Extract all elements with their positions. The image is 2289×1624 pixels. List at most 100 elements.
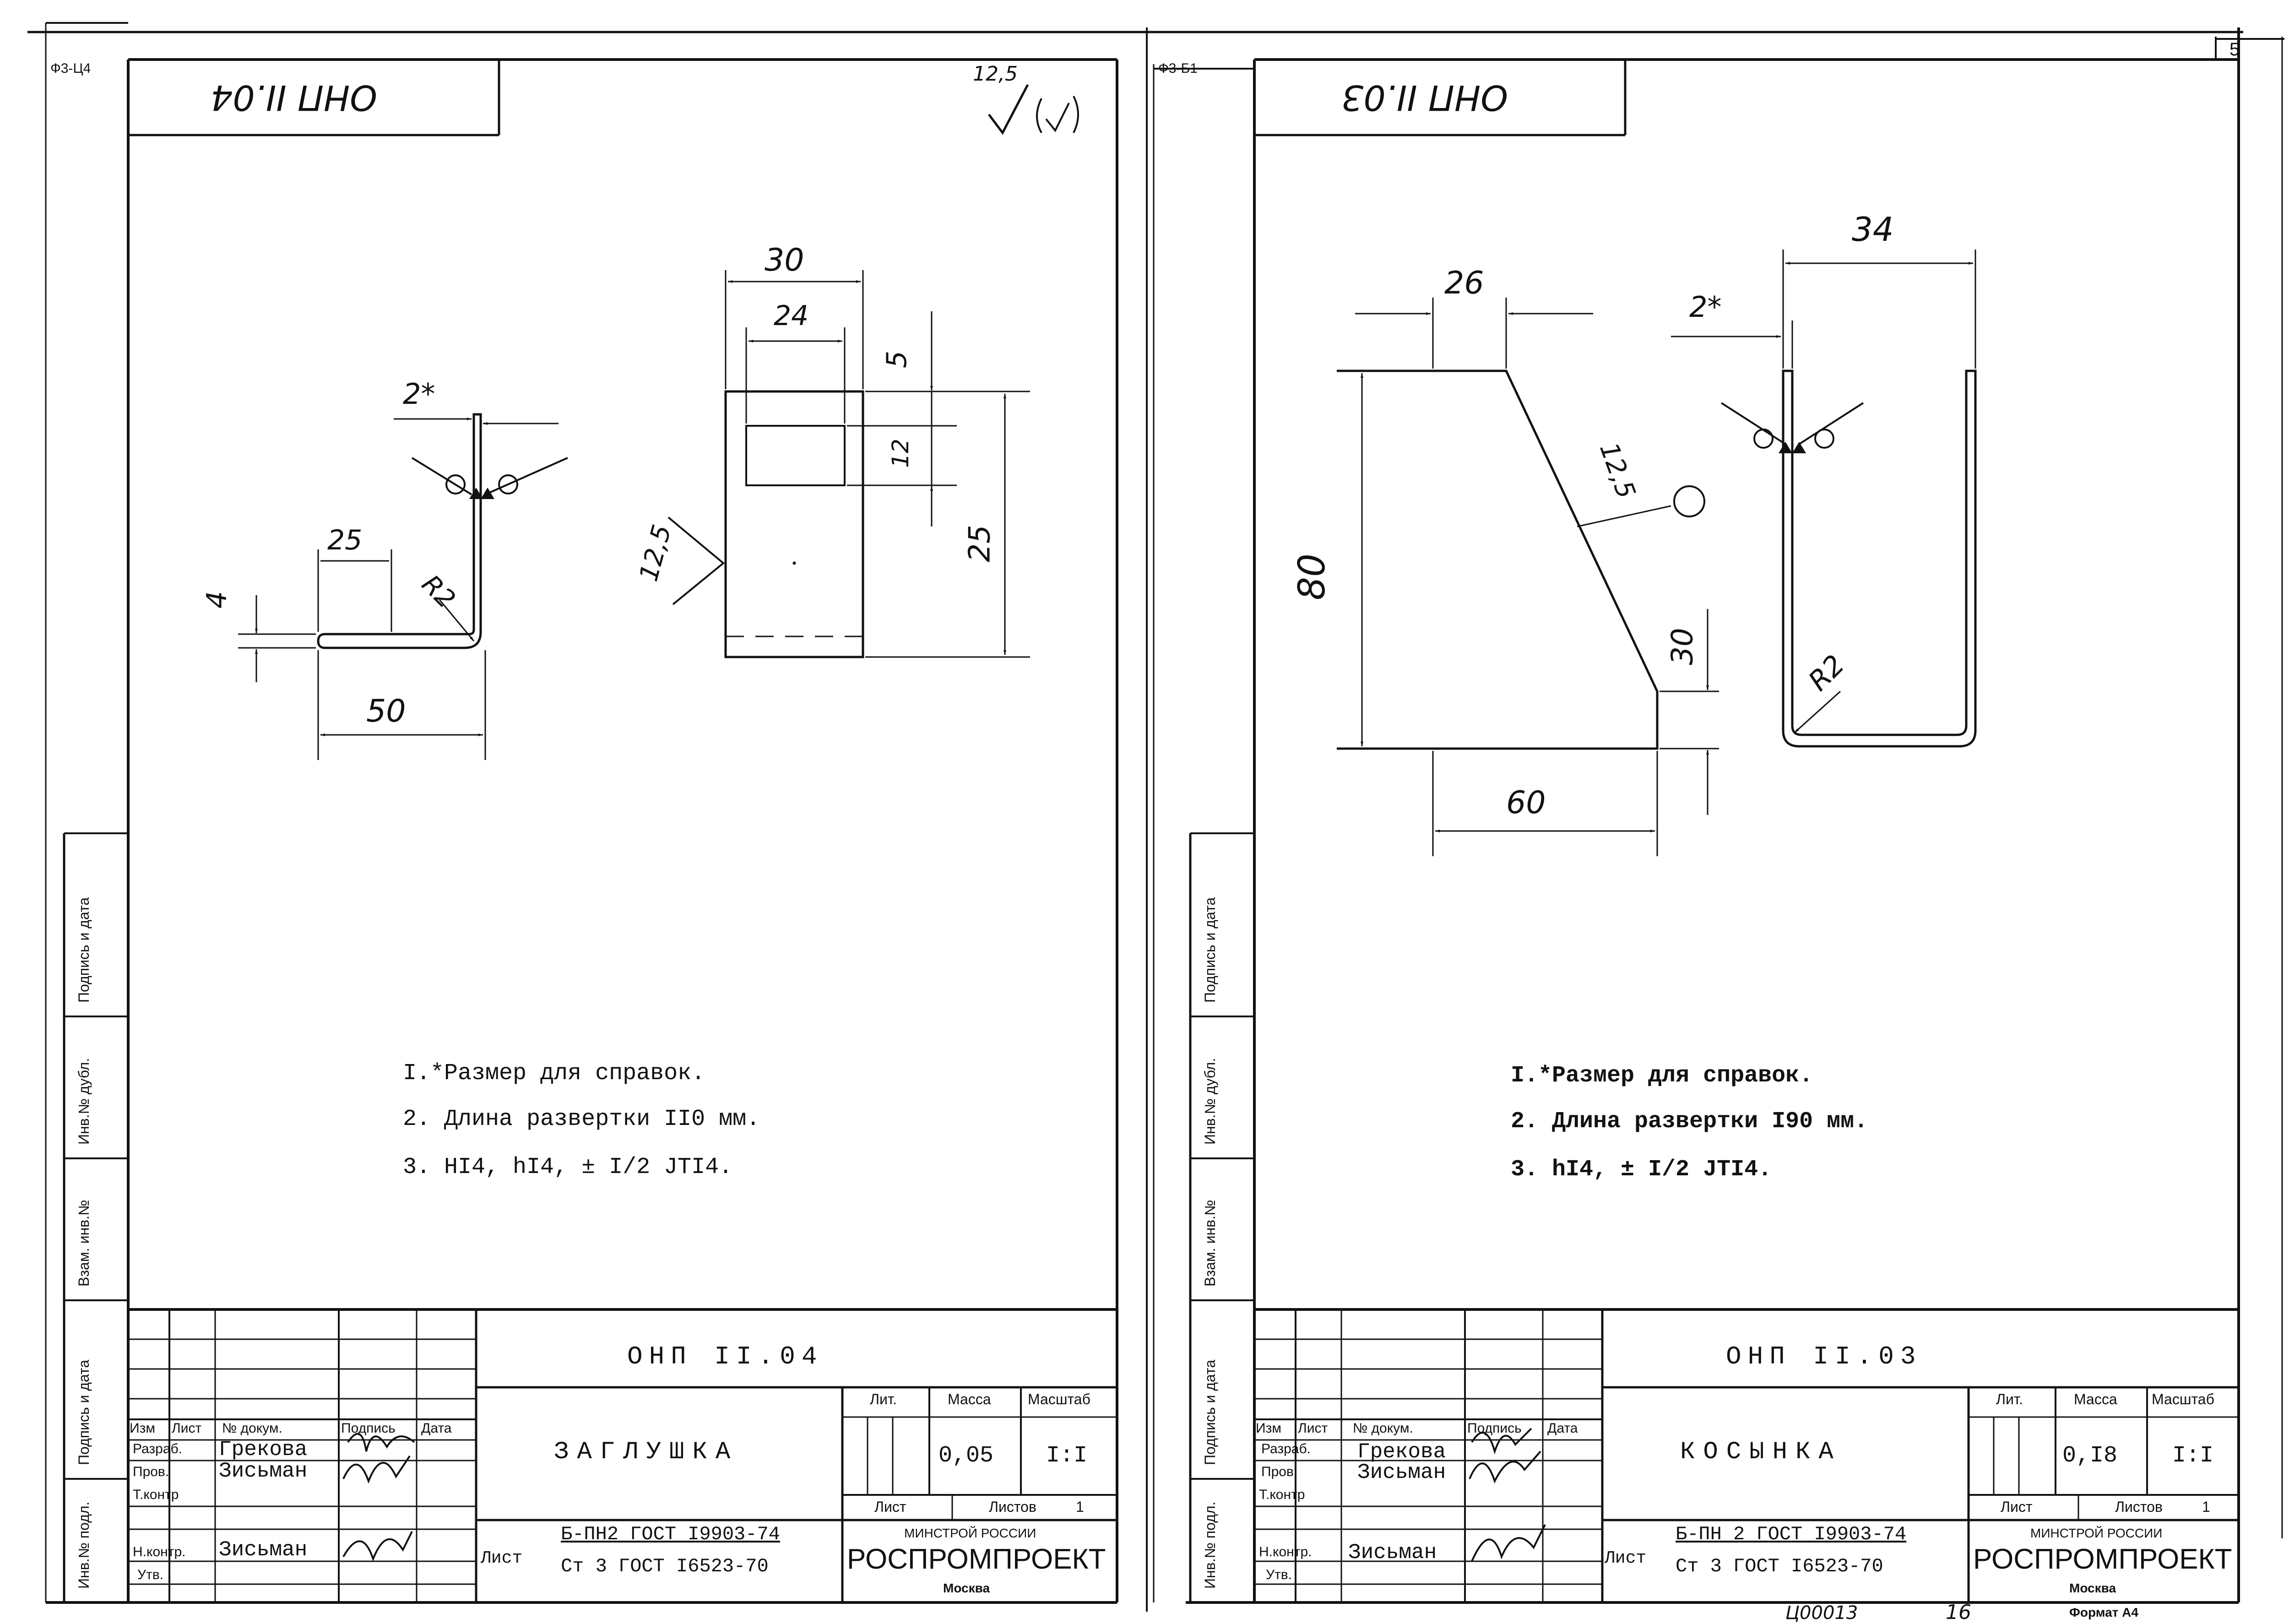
stamp-label: Взам. инв.№ — [76, 1200, 92, 1287]
dim-height: 4 — [201, 591, 233, 609]
stamp-label: Инв.№ дубл. — [76, 1058, 92, 1145]
stamp-label: Подпись и дата — [1202, 1359, 1218, 1465]
designation: ОНП II.04 — [627, 1342, 824, 1371]
lit-label: Лит. — [870, 1391, 897, 1407]
part-name: КОСЫНКА — [1680, 1438, 1842, 1466]
mass-label: Масса — [948, 1391, 991, 1407]
lit-label: Лит. — [1996, 1391, 2023, 1407]
dim-overall-width: 30 — [765, 242, 804, 278]
dim-slot-width: 24 — [774, 300, 809, 332]
format-label: Формат А4 — [2069, 1605, 2138, 1619]
dim-height-80: 80 — [1290, 554, 1333, 600]
col-header: Изм — [1256, 1421, 1281, 1436]
left-part-front-view — [667, 270, 1030, 658]
name-developer: Грекова — [1357, 1440, 1446, 1464]
left-part-side-view — [238, 413, 568, 760]
surface-finish-value: 12,5 — [973, 62, 1018, 86]
role-label: Н.контр. — [1259, 1544, 1312, 1559]
left-note-2: 2. Длина развертки II0 мм. — [403, 1106, 760, 1132]
role-label: Пров. — [133, 1464, 169, 1479]
left-note-3: 3. HI4, hI4, ± I/2 JTI4. — [403, 1154, 733, 1180]
right-part-channel-view — [1671, 250, 1977, 748]
org-ministry: МИНСТРОЙ РОССИИ — [2030, 1526, 2163, 1540]
org-ministry: МИНСТРОЙ РОССИИ — [904, 1526, 1036, 1540]
name-developer: Грекова — [219, 1438, 308, 1461]
org-city: Москва — [2069, 1581, 2116, 1595]
name-checker: Зисьман — [1357, 1461, 1446, 1484]
left-note-1: I.*Размер для справок. — [403, 1060, 705, 1086]
dim-width-34: 34 — [1852, 210, 1894, 249]
signatures — [342, 1428, 1546, 1562]
dim-thickness-right: 2* — [1689, 290, 1722, 324]
scale-label: Масштаб — [1028, 1391, 1090, 1407]
role-label: Т.контр — [133, 1487, 179, 1502]
corner-sheet-number: 5 — [2229, 39, 2240, 60]
material-prefix: Лист — [481, 1548, 523, 1568]
stamp-label: Подпись и дата — [1202, 897, 1218, 1003]
material-line-1: Б-ПН2 ГОСТ I9903-74 — [561, 1523, 780, 1545]
name-checker: Зисьман — [219, 1459, 308, 1483]
left-title-box: ОНП II.04 — [211, 77, 377, 118]
col-header: Подпись — [341, 1421, 396, 1436]
surface-finish-mark — [988, 84, 1079, 135]
dim-flange: 25 — [327, 524, 363, 556]
sheets-count: 1 — [2202, 1499, 2210, 1515]
right-part-gusset-view — [1337, 298, 1719, 856]
material-line-2: Ст 3 ГОСТ I6523-70 — [1676, 1555, 1883, 1577]
sheet-label: Лист — [874, 1499, 906, 1515]
right-note-1: I.*Размер для справок. — [1511, 1063, 1813, 1089]
scale-value: I:I — [1046, 1443, 1088, 1469]
role-label: Разраб. — [133, 1441, 183, 1456]
sheets-count: 1 — [1076, 1499, 1084, 1515]
right-title-box: ОНП II.03 — [1341, 77, 1508, 118]
org-city: Москва — [943, 1581, 990, 1595]
stamp-label: Взам. инв.№ — [1202, 1200, 1218, 1287]
material-line-1: Б-ПН 2 ГОСТ I9903-74 — [1676, 1523, 1907, 1545]
right-code-tag: Ф3-Б1 — [1158, 61, 1198, 76]
dim-offset: 5 — [881, 350, 913, 369]
dim-top-26: 26 — [1444, 265, 1484, 301]
role-label: Н.контр. — [133, 1544, 186, 1559]
role-label: Пров. — [1261, 1464, 1298, 1479]
part-name: ЗАГЛУШКА — [554, 1438, 739, 1466]
col-header: Лист — [172, 1421, 202, 1436]
left-code-tag: Ф3-Ц4 — [50, 61, 91, 76]
col-header: Лист — [1298, 1421, 1328, 1436]
role-label: Т.контр — [1259, 1487, 1305, 1502]
archive-code: Ц00013 — [1785, 1602, 1858, 1624]
material-prefix: Лист — [1605, 1548, 1647, 1568]
stamp-label: Подпись и дата — [76, 1359, 92, 1465]
org-name: РОСПРОМПРОЕКТ — [1973, 1543, 2232, 1575]
designation: ОНП II.03 — [1726, 1342, 1922, 1371]
dim-thickness: 2* — [403, 377, 435, 411]
sheet-label: Лист — [2001, 1499, 2033, 1515]
sheets-label: Листов — [989, 1499, 1036, 1515]
col-header: Подпись — [1467, 1421, 1522, 1436]
name-norm-control: Зисьман — [1348, 1541, 1437, 1564]
mass-value: 0,I8 — [2062, 1443, 2118, 1469]
dim-right-30: 30 — [1665, 628, 1700, 665]
sheets-label: Листов — [2115, 1499, 2163, 1515]
stamp-label: Инв.№ подл. — [76, 1501, 92, 1589]
dim-slot-height: 12 — [887, 439, 914, 468]
role-label: Разраб. — [1261, 1441, 1311, 1456]
role-label: Утв. — [1266, 1567, 1292, 1582]
role-label: Утв. — [137, 1567, 164, 1582]
dim-length: 50 — [366, 693, 406, 729]
scale-value: I:I — [2172, 1443, 2214, 1469]
col-header: Дата — [421, 1421, 452, 1436]
stamp-label: Инв.№ подл. — [1202, 1501, 1218, 1589]
material-line-2: Ст 3 ГОСТ I6523-70 — [561, 1555, 769, 1577]
stamp-label: Инв.№ дубл. — [1202, 1058, 1218, 1145]
col-header: Дата — [1547, 1421, 1578, 1436]
stamp-label: Подпись и дата — [76, 897, 92, 1003]
org-name: РОСПРОМПРОЕКТ — [847, 1543, 1106, 1575]
col-header: Изм — [130, 1421, 155, 1436]
page-number: 16 — [1946, 1601, 1971, 1624]
name-norm-control: Зисьман — [219, 1538, 308, 1562]
mass-label: Масса — [2074, 1391, 2117, 1407]
mass-value: 0,05 — [938, 1443, 994, 1469]
dim-overall-height: 25 — [963, 525, 997, 562]
right-note-2: 2. Длина развертки I90 мм. — [1511, 1108, 1868, 1135]
